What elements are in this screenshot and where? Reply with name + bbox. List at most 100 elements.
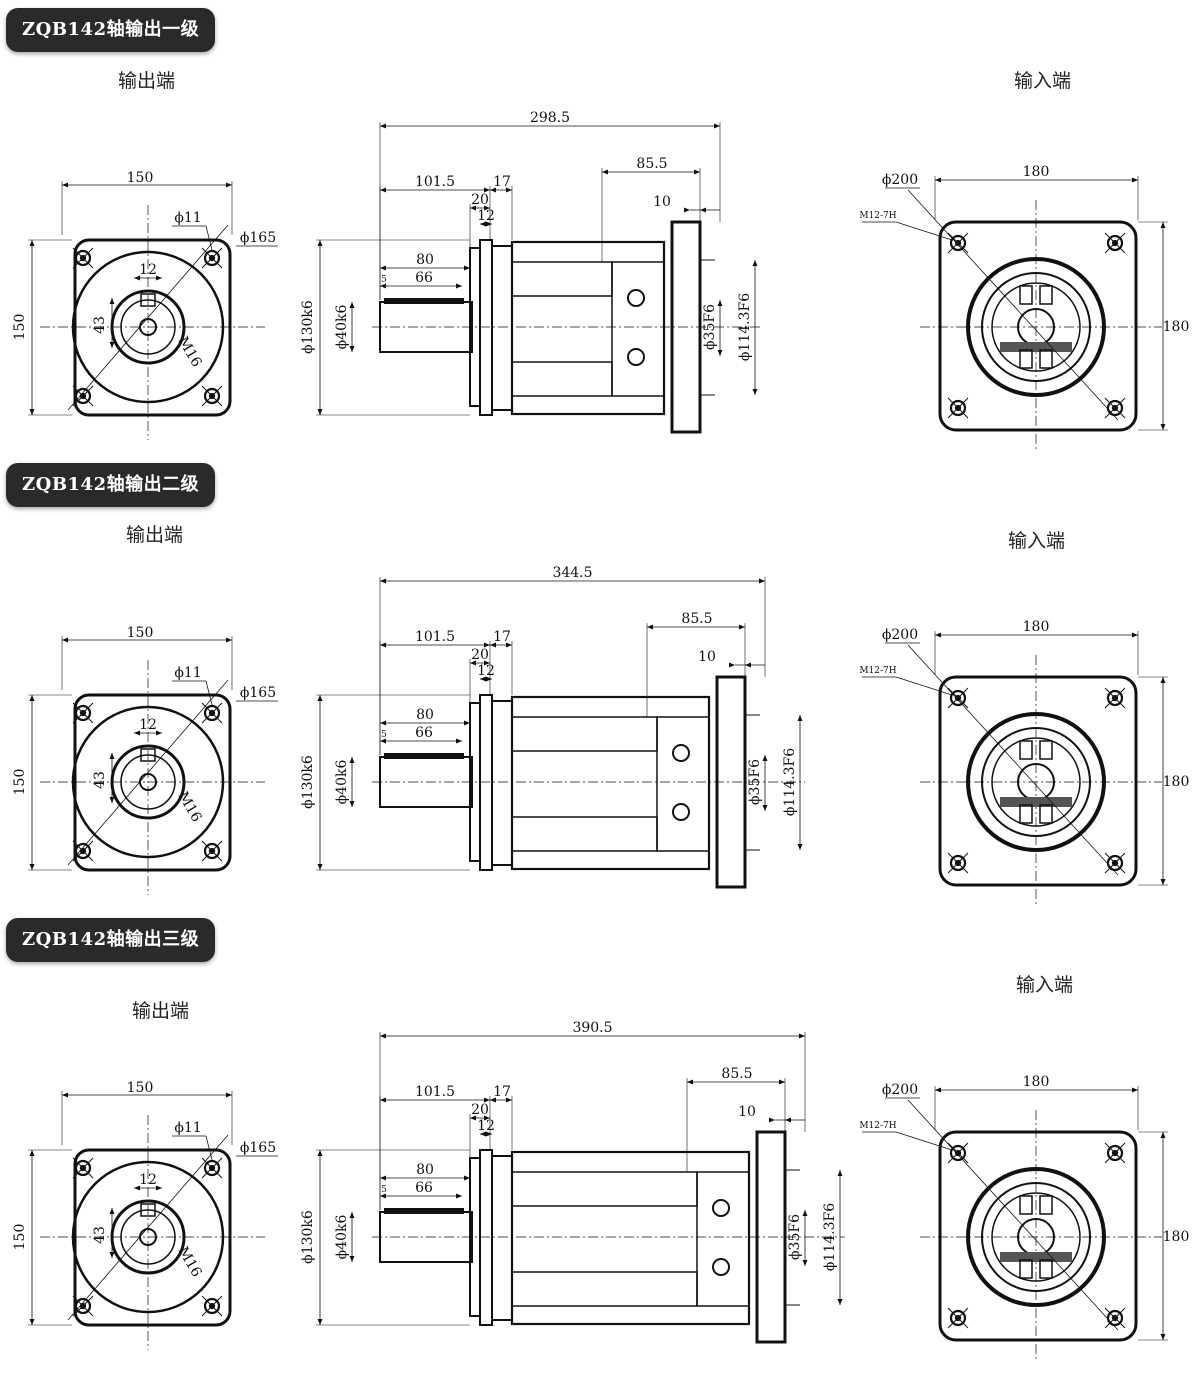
mounting-hole-icon [1104,1307,1126,1329]
dim-input-85: 85.5 [721,1066,752,1082]
dim-spigot: ϕ114.3F6 [822,1203,838,1271]
dim-height: 150 [12,1224,28,1251]
dim-total-length: 298.5 [530,110,570,126]
dim-width: 180 [1023,619,1050,635]
dim-flange-20: 20 [471,1102,489,1118]
mounting-hole-icon [947,397,969,419]
input-end-label: 输入端 [1016,974,1074,996]
dim-flange-20: 20 [471,192,489,208]
dim-66: 66 [415,1180,433,1196]
dim-80: 80 [416,707,434,723]
dim-66: 66 [415,725,433,741]
mounting-hole-icon [1104,852,1126,874]
dim-thread: M16 [174,334,204,370]
dim-total-length: 390.5 [572,1020,612,1036]
dim-input-10: 10 [738,1104,756,1120]
dim-hole: ϕ11 [174,665,201,681]
dim-66: 66 [415,270,433,286]
dim-input-85: 85.5 [681,611,712,627]
dim-thread: M12-7H [859,1121,896,1131]
dim-shaft-length: 101.5 [415,1084,455,1100]
mounting-hole-icon [947,232,969,254]
mounting-hole-icon [72,840,94,862]
dim-pcd: ϕ165 [240,685,276,701]
dim-pilot: ϕ130k6 [300,300,316,354]
dim-total-length: 344.5 [552,565,592,581]
dim-shaft-height: 43 [92,316,108,334]
dim-flange-17: 17 [493,629,511,645]
dim-flange-12: 12 [477,208,495,224]
dim-height: 180 [1163,774,1190,790]
dim-5: 5 [381,1185,387,1195]
output-end-label: 输出端 [126,524,184,546]
dim-input-10: 10 [653,194,671,210]
dim-bore: ϕ35F6 [787,1214,803,1260]
mounting-hole-icon [72,1157,94,1179]
dim-spigot: ϕ114.3F6 [782,748,798,816]
mounting-hole-icon [947,687,969,709]
dim-flange-12: 12 [477,1118,495,1134]
input-flange-plate [938,220,1138,432]
dim-pcd: ϕ165 [240,1140,276,1156]
mounting-hole-icon [947,852,969,874]
dim-thread: M16 [174,789,204,825]
mounting-hole-icon [201,702,223,724]
mounting-hole-icon [1104,397,1126,419]
dim-key: 12 [139,1172,157,1188]
model-title-badge: ZQB142轴输出二级 [6,463,216,507]
dim-80: 80 [416,1162,434,1178]
flange-plate [73,238,232,417]
dim-thread: M12-7H [859,211,896,221]
dim-5: 5 [381,275,387,285]
dim-width: 150 [127,1080,154,1096]
flange-plate [73,693,232,872]
dim-bore: ϕ35F6 [702,304,718,350]
dim-key: 12 [139,717,157,733]
dim-height: 150 [12,769,28,796]
mounting-hole-icon [72,247,94,269]
dim-width: 150 [127,625,154,641]
mounting-hole-icon [1104,1142,1126,1164]
input-flange-plate [938,1130,1138,1342]
dim-spigot: ϕ114.3F6 [737,293,753,361]
mounting-hole-icon [1104,232,1126,254]
dim-input-10: 10 [698,649,716,665]
dim-pilot: ϕ130k6 [300,755,316,809]
input-flange-plate [938,675,1138,887]
dim-width: 150 [127,170,154,186]
dim-thread: M16 [174,1244,204,1280]
dim-key: 12 [139,262,157,278]
input-end-label: 输入端 [1008,530,1066,552]
dim-shaft-height: 43 [92,771,108,789]
input-end-label: 输入端 [1014,70,1072,92]
dim-pcd: ϕ200 [882,1082,918,1098]
dim-hole: ϕ11 [174,210,201,226]
mounting-hole-icon [947,1142,969,1164]
flange-plate [73,1148,232,1327]
mounting-hole-icon [947,1307,969,1329]
dim-flange-12: 12 [477,663,495,679]
dim-pcd: ϕ200 [882,172,918,188]
dim-height: 180 [1163,1229,1190,1245]
mounting-hole-icon [201,840,223,862]
mounting-hole-icon [72,702,94,724]
dim-bore: ϕ35F6 [747,759,763,805]
dim-shaft-dia: ϕ40k6 [334,760,350,805]
dim-80: 80 [416,252,434,268]
dim-pcd: ϕ165 [240,230,276,246]
dim-shaft-length: 101.5 [415,629,455,645]
dim-shaft-dia: ϕ40k6 [334,305,350,350]
